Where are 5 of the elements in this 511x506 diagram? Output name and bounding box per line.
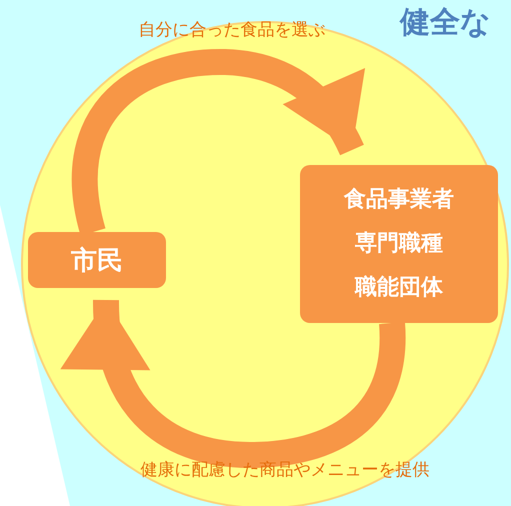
cycle-arrow	[72, 49, 364, 235]
process-box: 食品事業者 専門職種 職能団体	[300, 165, 498, 323]
process-box: 市民	[28, 232, 166, 288]
cycle-arrow	[64, 300, 406, 468]
title: 健全な	[400, 4, 491, 42]
